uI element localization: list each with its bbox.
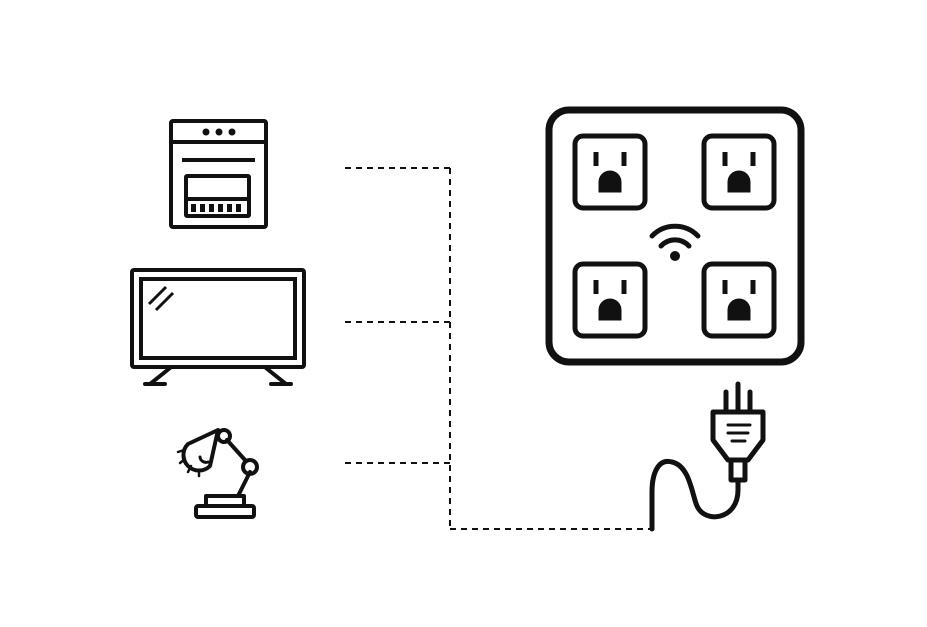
outlet-top-left — [572, 133, 648, 211]
lamp-light-rays — [176, 448, 201, 478]
dashed-connectors — [345, 167, 652, 530]
outlet-bottom-left — [572, 261, 648, 339]
wifi-icon — [649, 223, 701, 261]
desk-lamp-icon — [181, 428, 259, 519]
outlet-top-right — [701, 133, 777, 211]
smart-power-strip-icon — [545, 106, 805, 366]
oven-icon — [169, 119, 268, 229]
oven-vents — [191, 204, 241, 212]
tv-icon — [130, 268, 306, 386]
power-plug-icon — [710, 381, 766, 483]
oven-knobs — [202, 128, 236, 136]
outlet-bottom-right — [701, 261, 777, 339]
power-cord — [649, 458, 741, 532]
